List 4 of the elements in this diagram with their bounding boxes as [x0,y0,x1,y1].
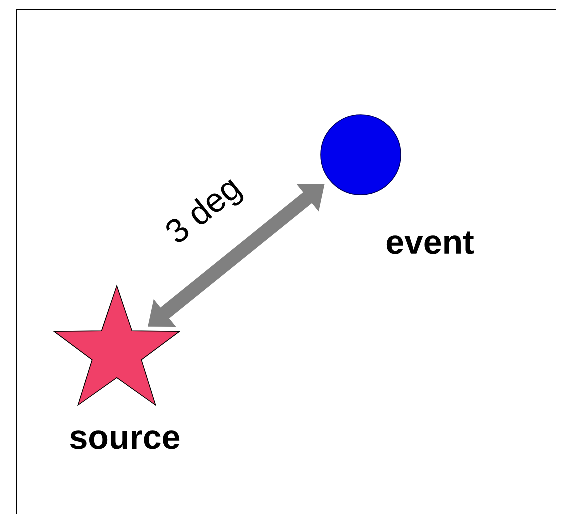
node-label: event [386,232,474,254]
node-label: source [70,430,180,450]
circle-shape [320,114,402,196]
edge-label: 3 deg [166,180,244,242]
